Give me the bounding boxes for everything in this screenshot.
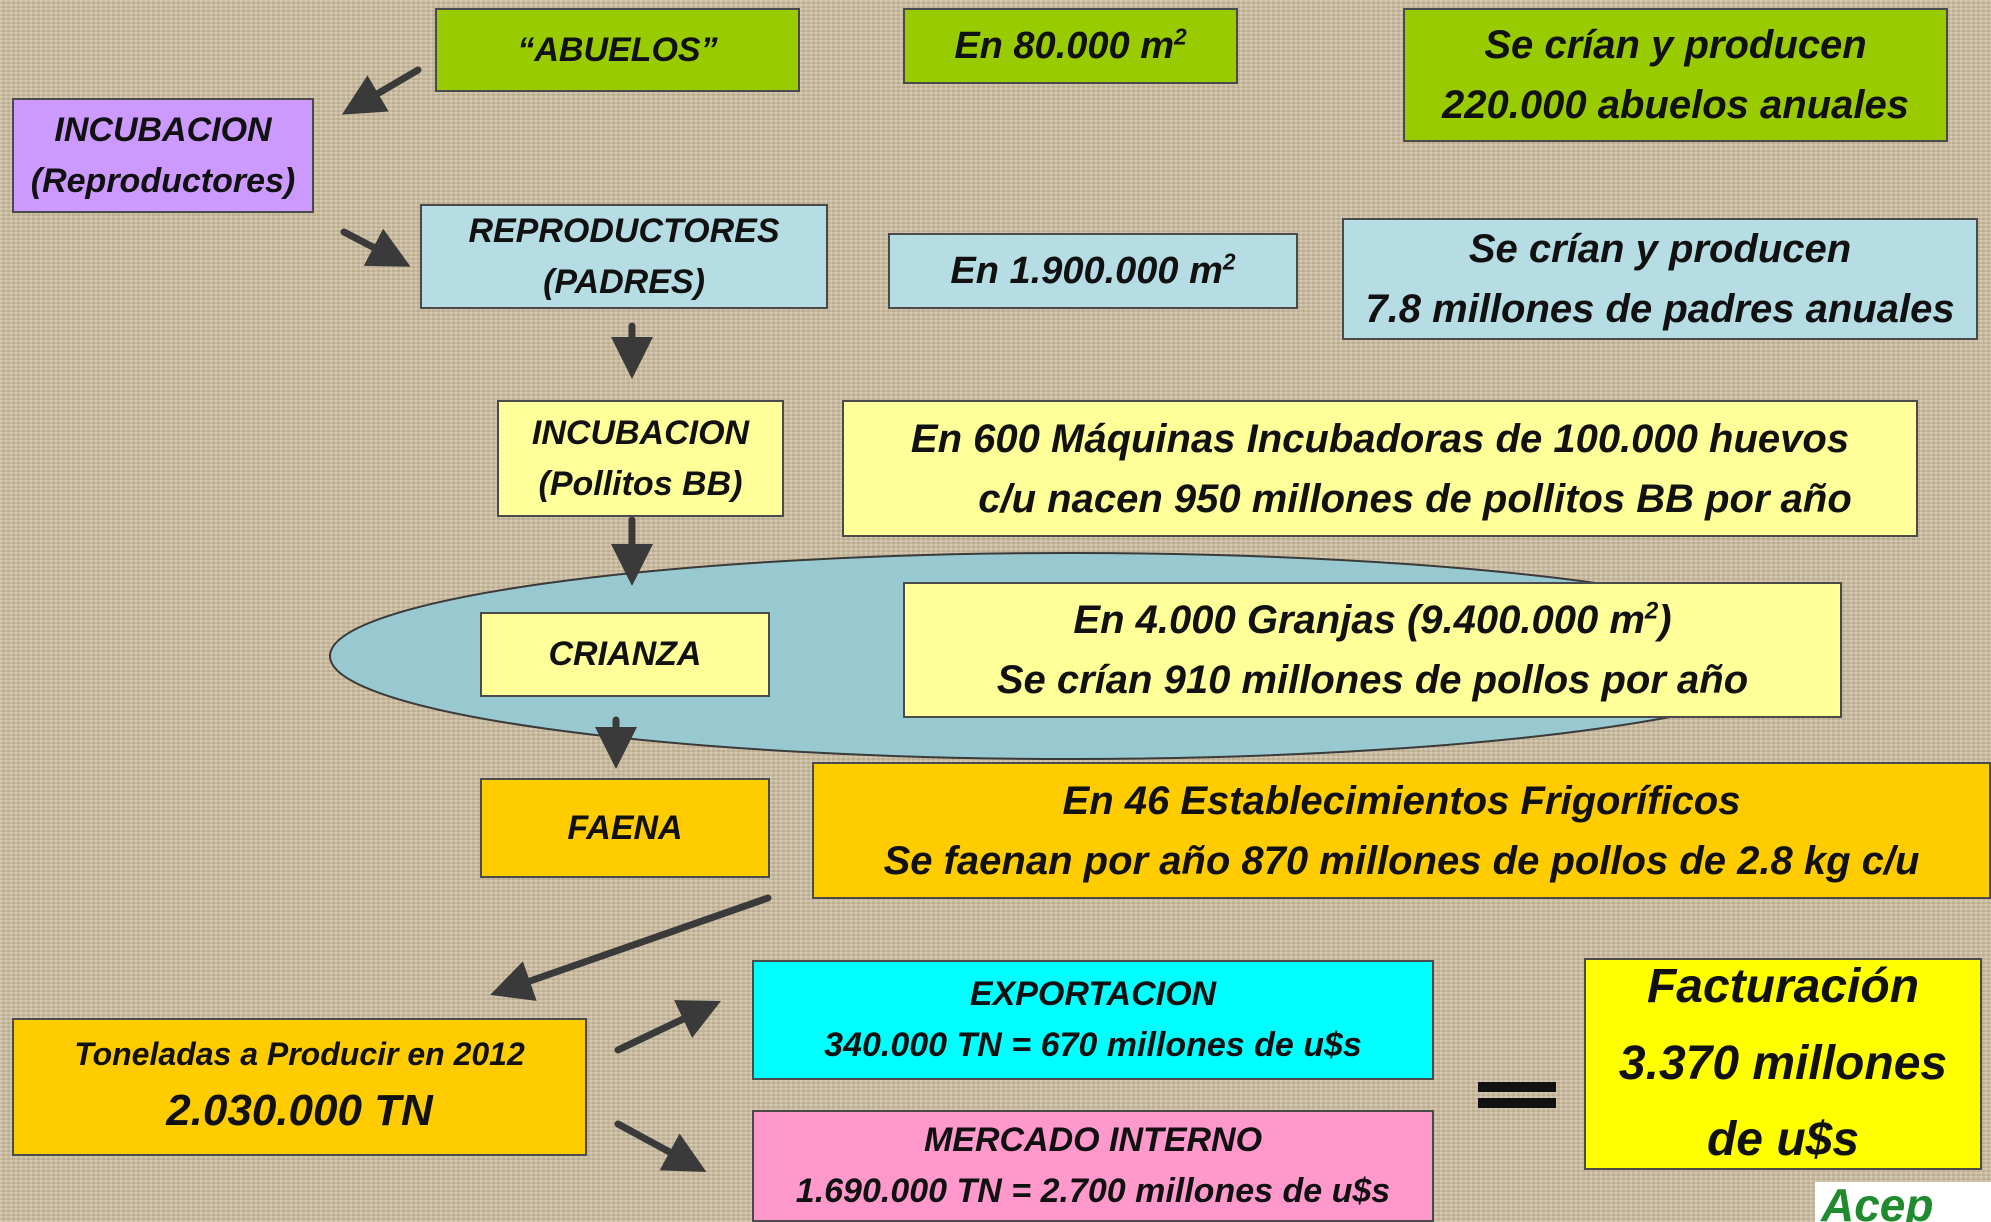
reproductores-production-line1: Se crían y producen xyxy=(1468,227,1852,271)
toneladas-line2: 2.030.000 TN xyxy=(166,1086,433,1135)
exportacion-line2: 340.000 TN = 670 millones de u$s xyxy=(824,1026,1362,1064)
faena-box: FAENA xyxy=(480,778,770,878)
facturacion-box: Facturación 3.370 millones de u$s xyxy=(1584,958,1982,1170)
equals-sign-top xyxy=(1478,1082,1556,1092)
reproductores-area-text: En 1.900.000 m2 xyxy=(950,247,1236,292)
reproductores-line2: (PADRES) xyxy=(543,262,705,301)
arrow-toneladas-to-exportacion xyxy=(614,1000,721,1054)
exportacion-box: EXPORTACION 340.000 TN = 670 millones de… xyxy=(752,960,1434,1080)
equals-sign-bottom xyxy=(1478,1098,1556,1108)
mercado-interno-line2: 1.690.000 TN = 2.700 millones de u$s xyxy=(795,1172,1391,1210)
faena-info-line1: En 46 Establecimientos Frigoríficos xyxy=(1062,778,1741,823)
toneladas-line1: Toneladas a Producir en 2012 xyxy=(74,1036,525,1072)
abuelos-area-text: En 80.000 m2 xyxy=(954,22,1187,67)
crianza-label: CRIANZA xyxy=(548,635,702,673)
incubadoras-info-line2: c/u nacen 950 millones de pollitos BB po… xyxy=(978,476,1852,521)
reproductores-box: REPRODUCTORES (PADRES) xyxy=(420,204,828,309)
arrow-toneladas-to-mercado xyxy=(614,1120,707,1173)
faena-label: FAENA xyxy=(567,808,683,847)
faena-info-box: En 46 Establecimientos Frigoríficos Se f… xyxy=(812,762,1991,899)
abuelos-label: “ABUELOS” xyxy=(517,30,718,69)
abuelos-production-box: Se crían y producen 220.000 abuelos anua… xyxy=(1403,8,1948,142)
crianza-info-line1: En 4.000 Granjas (9.400.000 m2) xyxy=(1073,597,1672,642)
faena-info-line2: Se faenan por año 870 millones de pollos… xyxy=(883,838,1920,883)
reproductores-area-box: En 1.900.000 m2 xyxy=(888,233,1298,309)
incubacion-reproductores-box: INCUBACION (Reproductores) xyxy=(12,98,314,213)
incubacion-pollitos-line2: (Pollitos BB) xyxy=(538,464,743,503)
company-logo-text: Acep xyxy=(1821,1182,1934,1222)
incubadoras-info-box: En 600 Máquinas Incubadoras de 100.000 h… xyxy=(842,400,1918,537)
incubacion-pollitos-line1: INCUBACION xyxy=(531,413,750,452)
toneladas-box: Toneladas a Producir en 2012 2.030.000 T… xyxy=(12,1018,587,1156)
facturacion-line1: Facturación xyxy=(1646,959,1920,1013)
reproductores-production-line2: 7.8 millones de padres anuales xyxy=(1365,287,1955,331)
incubacion-reproductores-line1: INCUBACION xyxy=(54,110,272,149)
incubacion-pollitos-box: INCUBACION (Pollitos BB) xyxy=(497,400,784,517)
incubacion-reproductores-line2: (Reproductores) xyxy=(30,161,296,200)
facturacion-line3: de u$s xyxy=(1706,1113,1860,1167)
mercado-interno-box: MERCADO INTERNO 1.690.000 TN = 2.700 mil… xyxy=(752,1110,1434,1222)
arrow-faena-to-toneladas xyxy=(490,894,772,1001)
arrow-incubacion-to-reproductores xyxy=(340,228,411,267)
facturacion-line2: 3.370 millones xyxy=(1618,1036,1948,1090)
reproductores-line1: REPRODUCTORES xyxy=(468,211,780,250)
incubadoras-info-line1: En 600 Máquinas Incubadoras de 100.000 h… xyxy=(910,416,1850,461)
abuelos-production-line2: 220.000 abuelos anuales xyxy=(1442,83,1909,127)
crianza-info-line2: Se crían 910 millones de pollos por año xyxy=(996,658,1749,702)
mercado-interno-line1: MERCADO INTERNO xyxy=(923,1121,1263,1159)
abuelos-box: “ABUELOS” xyxy=(435,8,800,92)
company-logo: Acep xyxy=(1815,1182,1991,1222)
abuelos-production-line1: Se crían y producen xyxy=(1484,23,1867,67)
arrow-abuelos-to-incubacion xyxy=(341,66,422,115)
reproductores-production-box: Se crían y producen 7.8 millones de padr… xyxy=(1342,218,1978,340)
crianza-box: CRIANZA xyxy=(480,612,770,697)
abuelos-area-box: En 80.000 m2 xyxy=(903,8,1238,84)
exportacion-line1: EXPORTACION xyxy=(969,975,1217,1013)
crianza-info-box: En 4.000 Granjas (9.400.000 m2) Se crían… xyxy=(903,582,1842,718)
